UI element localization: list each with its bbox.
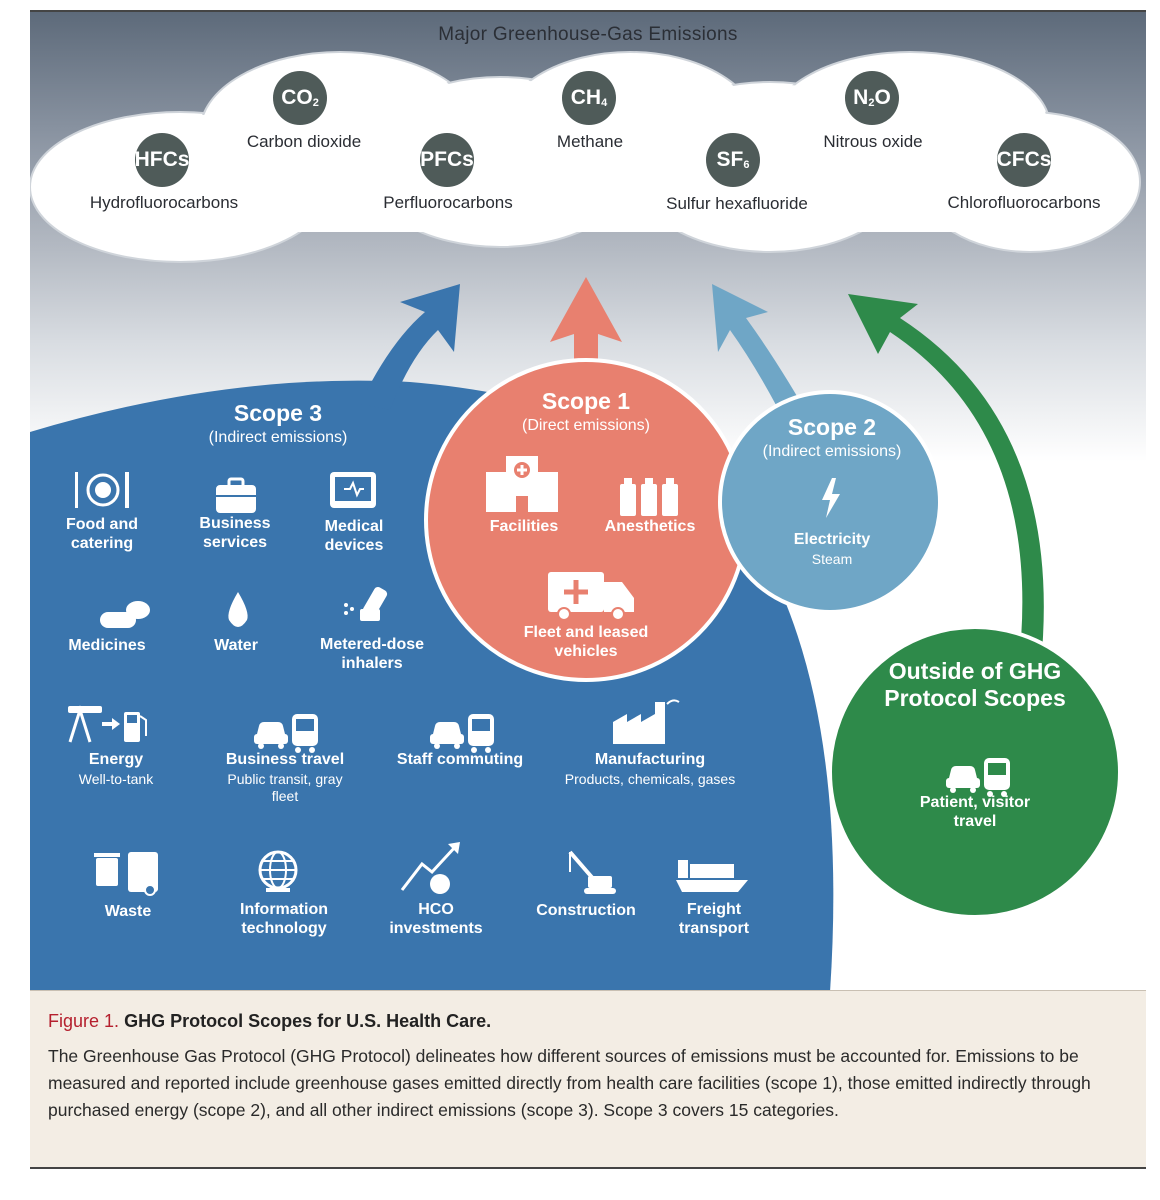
outside-arrow [848, 294, 1044, 652]
crane-icon [568, 850, 616, 894]
oil-pump-icon [68, 704, 147, 743]
bottles-icon [620, 478, 678, 516]
outside-title: Outside of GHG Protocol Scopes [884, 658, 1066, 711]
gas-name-hfcs: Hydrofluorocarbons [89, 193, 239, 212]
scope3-item-label: Freight transport [678, 901, 750, 937]
scope3-item-label: Medicines [68, 637, 146, 654]
ship-icon [676, 860, 748, 892]
scope3-item-label: HCO investments [389, 901, 483, 937]
scope2-arrow [712, 284, 812, 432]
scope2-item-label: Electricity [793, 531, 871, 548]
scope3-item-label: Medical devices [324, 518, 384, 554]
scope3-item-label: Waste [104, 903, 152, 920]
gas-name-cfcs: Chlorofluorocarbons [947, 193, 1101, 212]
diagram-art: Major Greenhouse-Gas Emissions HFCs Hydr… [30, 12, 1146, 990]
scope3-subtitle: (Indirect emissions) [208, 429, 348, 446]
scope1-title: Scope 1 [541, 388, 631, 414]
water-drop-icon [228, 592, 248, 627]
trash-icon [94, 852, 158, 896]
outside-item-label: Patient, visitor travel [919, 794, 1031, 830]
scope1-item-label: Anesthetics [604, 518, 696, 535]
lightning-icon [822, 478, 840, 518]
car-bus-icon [430, 714, 494, 753]
scope3-item-label: Food and catering [66, 516, 138, 552]
car-bus-icon [946, 758, 1010, 797]
scope3-arrow [360, 284, 460, 410]
diagram-shapes [30, 51, 1141, 990]
caption-title: GHG Protocol Scopes for U.S. Health Care… [124, 1011, 492, 1031]
scope1-arrow [550, 277, 622, 382]
gas-name-ch4: Methane [556, 132, 624, 151]
scope3-item-label: Construction [536, 902, 636, 919]
monitor-icon [330, 472, 376, 508]
scope3-item-sub: Public transit, gray fleet [227, 771, 343, 804]
scope3-item-label: Water [214, 637, 258, 654]
investment-icon [400, 842, 460, 894]
scope2-item-sub: Steam [811, 551, 853, 567]
hospital-icon [486, 456, 558, 512]
caption-heading: Figure 1. GHG Protocol Scopes for U.S. H… [48, 1011, 491, 1032]
caption-body: The Greenhouse Gas Protocol (GHG Protoco… [48, 1046, 1091, 1120]
ambulance-icon [548, 572, 634, 621]
gas-name-sf6: Sulfur hexafluoride [666, 194, 808, 213]
briefcase-icon [216, 477, 256, 513]
scope3-item-label: Staff commuting [396, 751, 524, 768]
inhaler-icon [344, 586, 388, 621]
gas-name-n2o: Nitrous oxide [823, 132, 923, 151]
scope1-subtitle: (Direct emissions) [521, 417, 650, 434]
factory-icon [613, 699, 680, 744]
scope3-item-label: Metered-dose inhalers [319, 636, 425, 672]
caption-figure-label: Figure 1. [48, 1011, 120, 1031]
figure: Major Greenhouse-Gas Emissions HFCs Hydr… [30, 10, 1146, 1169]
scope3-item-sub: Products, chemicals, gases [564, 771, 736, 787]
pills-icon [100, 601, 150, 628]
car-bus-icon [254, 714, 318, 753]
scope3-item-label: Business travel [225, 751, 345, 768]
scope1-item-label: Facilities [489, 518, 559, 535]
scope3-item-label: Manufacturing [594, 751, 706, 768]
figure-caption: Figure 1. GHG Protocol Scopes for U.S. H… [30, 990, 1146, 1167]
scope3-title: Scope 3 [233, 400, 323, 426]
scope2-title: Scope 2 [787, 414, 877, 440]
gas-name-pfcs: Perfluorocarbons [383, 193, 513, 212]
food-icon [75, 472, 129, 508]
gas-badge-pfcs: PFCs [420, 133, 474, 187]
gas-badge-hfcs: HFCs [135, 133, 189, 187]
gas-name-co2: Carbon dioxide [246, 132, 362, 151]
globe-icon [258, 850, 298, 892]
gas-badge-cfcs: CFCs [997, 133, 1051, 187]
scope2-subtitle: (Indirect emissions) [762, 443, 902, 460]
scope3-item-label: Information technology [240, 901, 328, 937]
cloud-title: Major Greenhouse-Gas Emissions [438, 24, 738, 45]
scope1-item-label: Fleet and leased vehicles [523, 624, 649, 660]
scope3-item-label: Energy [88, 751, 144, 768]
scope3-item-sub: Well-to-tank [78, 771, 154, 787]
scope3-item-label: Business services [199, 515, 271, 551]
